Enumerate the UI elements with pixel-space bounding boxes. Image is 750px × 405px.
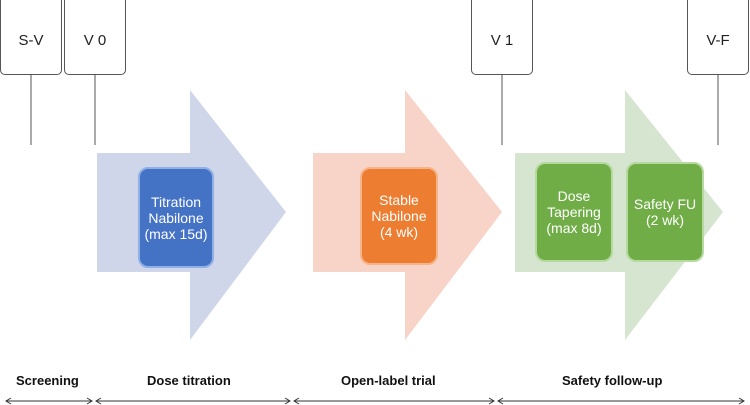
visit-v0: V 0 bbox=[64, 0, 126, 75]
visit-label: V 1 bbox=[490, 32, 514, 49]
box-label: Stable Nabilone (4 wk) bbox=[371, 192, 427, 240]
arrowhead bbox=[488, 397, 495, 405]
box-label: Safety FU (2 wk) bbox=[633, 196, 697, 228]
arrowhead bbox=[5, 397, 12, 405]
phase-label-dose-titration: Dose titration bbox=[147, 373, 231, 388]
arrowhead bbox=[86, 397, 93, 405]
box-stable-nabilone: Stable Nabilone (4 wk) bbox=[360, 167, 438, 265]
box-safety-fu: Safety FU (2 wk) bbox=[626, 162, 704, 262]
visit-label: S-V bbox=[18, 32, 44, 49]
box-dose-tapering: Dose Tapering (max 8d) bbox=[535, 162, 613, 262]
visit-v1: V 1 bbox=[471, 0, 533, 75]
visit-sv: S-V bbox=[0, 0, 62, 75]
arrowhead bbox=[293, 397, 300, 405]
arrowhead bbox=[738, 397, 745, 405]
arrowhead bbox=[284, 397, 291, 405]
arrowhead bbox=[95, 397, 102, 405]
visit-label: V-F bbox=[706, 32, 730, 49]
phase-label-open-label-trial: Open-label trial bbox=[341, 373, 436, 388]
phase-arrow-followup bbox=[515, 90, 723, 340]
box-label: Titration Nabilone (max 15d) bbox=[144, 193, 208, 242]
phase-label-safety-follow-up: Safety follow-up bbox=[562, 373, 663, 388]
box-titration-nabilone: Titration Nabilone (max 15d) bbox=[138, 167, 214, 268]
visit-vf: V-F bbox=[687, 0, 749, 75]
arrowhead bbox=[497, 397, 504, 405]
phase-label-screening: Screening bbox=[16, 373, 79, 388]
box-label: Dose Tapering (max 8d) bbox=[546, 188, 602, 236]
visit-label: V 0 bbox=[83, 32, 107, 49]
timeline-bar bbox=[5, 397, 745, 405]
